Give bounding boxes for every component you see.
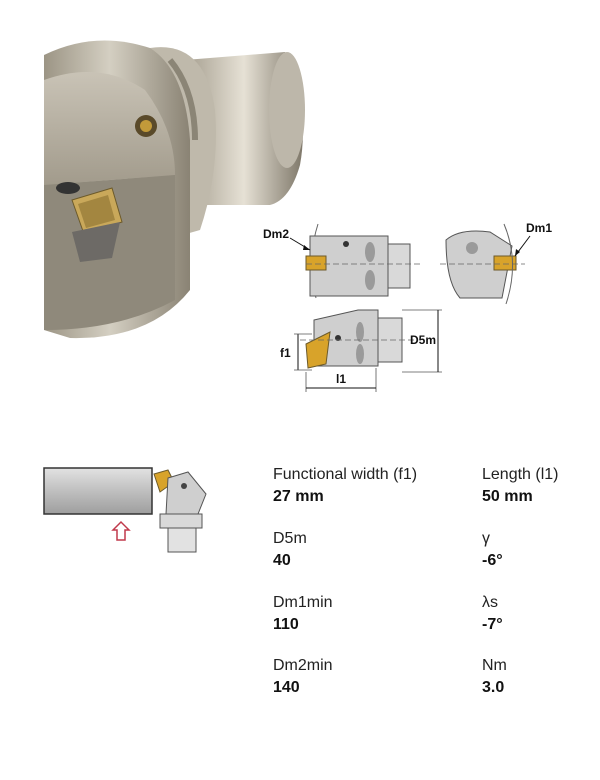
bottom-view: D5m f1 l1 [280, 309, 442, 392]
feed-direction-arrow-icon [111, 520, 131, 541]
spec-value-lambda-s: -7° [482, 616, 503, 633]
spec-value-nm: 3.0 [482, 679, 505, 696]
spec-label-nm: Nm [482, 657, 507, 674]
dimension-drawing: Dm2 Dm1 D5m f1 l1 [263, 221, 552, 392]
spec-value-dm2min: 140 [273, 679, 300, 696]
spec-value-length: 50 mm [482, 488, 533, 505]
f1-label: f1 [280, 346, 291, 360]
spec-value-functional-width: 27 mm [273, 488, 324, 505]
spec-label-functional-width: Functional width (f1) [273, 466, 418, 483]
application-diagram [43, 467, 207, 553]
spec-label-dm2min: Dm2min [273, 657, 333, 674]
side-view-left: Dm2 [263, 223, 420, 299]
workpiece [43, 467, 153, 515]
side-view-right: Dm1 [440, 221, 552, 305]
dm2-label: Dm2 [263, 227, 289, 241]
spec-label-gamma: γ [482, 530, 490, 547]
l1-label: l1 [336, 372, 346, 386]
spec-label-lambda-s: λs [482, 594, 498, 611]
spec-label-length: Length (l1) [482, 466, 559, 483]
dm1-label: Dm1 [526, 221, 552, 235]
d5m-label: D5m [410, 333, 436, 347]
tool-holder-photo [44, 40, 305, 339]
spec-label-dm1min: Dm1min [273, 594, 333, 611]
spec-label-d5m: D5m [273, 530, 307, 547]
spec-value-dm1min: 110 [273, 616, 299, 633]
spec-value-gamma: -6° [482, 552, 503, 569]
spec-value-d5m: 40 [273, 552, 291, 569]
